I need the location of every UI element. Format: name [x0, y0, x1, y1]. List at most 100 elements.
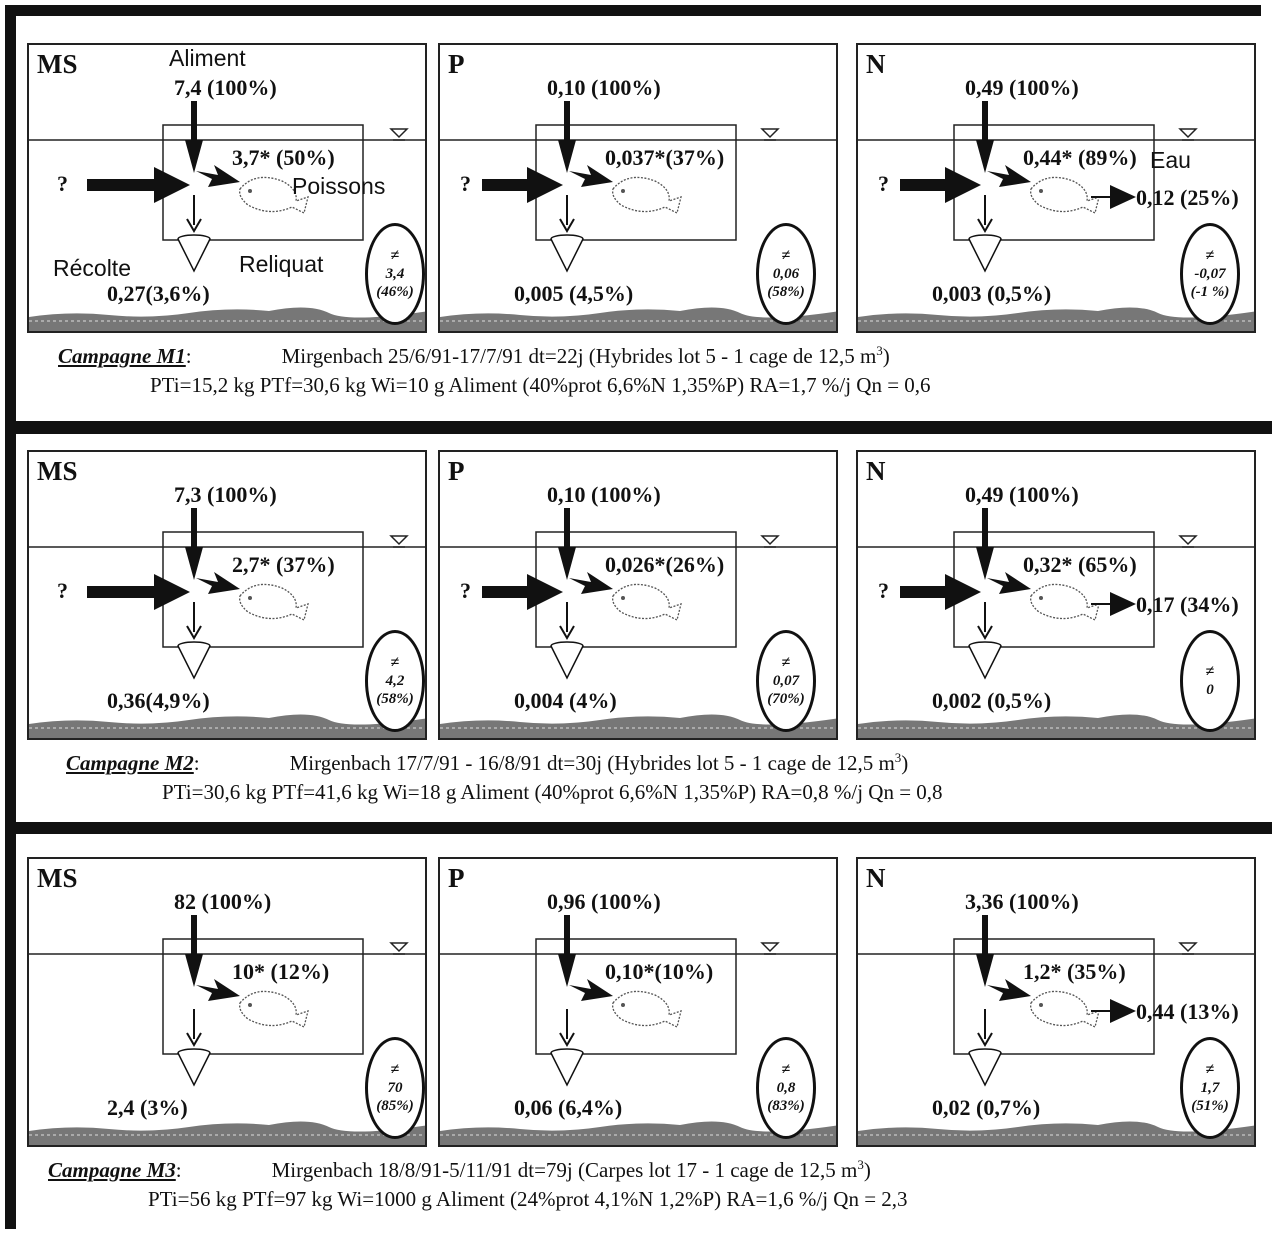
fish-icon: [1031, 991, 1099, 1027]
fish-retention-value: 1,2* (35%): [1023, 959, 1126, 985]
water-level-icon: [391, 943, 407, 951]
feed-input-value: 7,3 (100%): [174, 482, 277, 508]
feed-input-arrow: [185, 101, 203, 173]
water-level-icon: [1180, 536, 1196, 544]
fish-retention-value: 3,7* (50%): [232, 145, 335, 171]
residual-value: 1,7: [1201, 1079, 1220, 1097]
water-level-icon: [391, 536, 407, 544]
residual-ellipse: ≠-0,07(-1 %): [1180, 223, 1240, 325]
sediment-trap-icon: [969, 1053, 1001, 1085]
sediment-trap-icon: [551, 239, 583, 271]
residual-value: 3,4: [386, 265, 405, 283]
flux-panel-p: P0,96 (100%)0,10*(10%)0,06 (6,4%)≠0,8(83…: [438, 857, 838, 1147]
not-equal-symbol: ≠: [1206, 663, 1215, 681]
feed-input-value: 82 (100%): [174, 889, 271, 915]
residual-percent: (58%): [376, 690, 414, 708]
panel-title: MS: [37, 456, 78, 487]
fish-label: Poissons: [292, 173, 385, 200]
feed-input-arrow: [976, 101, 994, 173]
fish-icon: [1039, 1003, 1043, 1007]
campaign-caption-line2: PTi=56 kg PTf=97 kg Wi=1000 g Aliment (2…: [148, 1187, 908, 1212]
feed-input-arrow: [185, 915, 203, 987]
water-export-arrow: [1110, 185, 1136, 209]
harvest-value: 0,005 (4,5%): [514, 281, 633, 307]
feed-input-value: 0,10 (100%): [547, 482, 661, 508]
sediment-trap-icon: [178, 239, 210, 271]
residual-ellipse: ≠0: [1180, 630, 1240, 732]
water-export-value: 0,44 (13%): [1136, 999, 1239, 1025]
unknown-input-arrow: [482, 574, 563, 610]
water-level-icon: [762, 943, 778, 951]
campaign-description-text: Mirgenbach 17/7/91 - 16/8/91 dt=30j (Hyb…: [290, 751, 895, 775]
fish-icon: [248, 189, 252, 193]
panel-title: P: [448, 863, 465, 894]
feed-input-value: 7,4 (100%): [174, 75, 277, 101]
panel-title: N: [866, 863, 886, 894]
unknown-input-label: ?: [878, 578, 889, 604]
unknown-input-label: ?: [460, 171, 471, 197]
water-export-arrow: [1110, 592, 1136, 616]
campaign-caption-line1: Campagne M1:Mirgenbach 25/6/91-17/7/91 d…: [58, 343, 890, 369]
panel-title: P: [448, 456, 465, 487]
unknown-input-label: ?: [57, 578, 68, 604]
feed-input-value: 3,36 (100%): [965, 889, 1079, 915]
feed-input-value: 0,49 (100%): [965, 75, 1079, 101]
residual-percent: (58%): [767, 283, 805, 301]
panel-title: MS: [37, 863, 78, 894]
residual-percent: (70%): [767, 690, 805, 708]
feed-input-arrow: [558, 508, 576, 580]
campaign-description: Mirgenbach 25/6/91-17/7/91 dt=22j (Hybri…: [282, 344, 890, 368]
fish-icon: [248, 1003, 252, 1007]
residual-value: 4,2: [386, 672, 405, 690]
residual-ellipse: ≠1,7(51%): [1180, 1037, 1240, 1139]
campaign-description-text: Mirgenbach 25/6/91-17/7/91 dt=22j (Hybri…: [282, 344, 877, 368]
campaign-caption-line2: PTi=30,6 kg PTf=41,6 kg Wi=18 g Aliment …: [162, 780, 943, 805]
sediment-trap-icon: [178, 646, 210, 678]
fish-icon: [621, 189, 625, 193]
not-equal-symbol: ≠: [1206, 247, 1215, 265]
residual-percent: (-1 %): [1191, 283, 1230, 301]
caption-paren: ): [883, 344, 890, 368]
caption-colon: :: [186, 344, 192, 368]
campaign-caption-line1: Campagne M2:Mirgenbach 17/7/91 - 16/8/91…: [66, 750, 908, 776]
residual-value: 0: [1206, 681, 1214, 699]
flux-panel-p: P0,10 (100%)0,037*(37%)0,005 (4,5%)?≠0,0…: [438, 43, 838, 333]
water-level-icon: [1180, 943, 1196, 951]
unknown-input-arrow: [900, 574, 981, 610]
fish-retention-value: 2,7* (37%): [232, 552, 335, 578]
residual-value: 0,06: [773, 265, 799, 283]
panel-title: N: [866, 49, 886, 80]
harvest-value: 0,36(4,9%): [107, 688, 210, 714]
not-equal-symbol: ≠: [1206, 1061, 1215, 1079]
campaign-description: Mirgenbach 18/8/91-5/11/91 dt=79j (Carpe…: [272, 1158, 871, 1182]
fish-icon: [240, 584, 308, 620]
water-level-icon: [1180, 129, 1196, 137]
feed-input-arrow: [558, 101, 576, 173]
residual-value: -0,07: [1194, 265, 1225, 283]
fish-icon: [613, 177, 681, 213]
harvest-value: 0,004 (4%): [514, 688, 617, 714]
water-level-icon: [762, 129, 778, 137]
residual-percent: (51%): [1191, 1097, 1229, 1115]
unknown-input-arrow: [87, 167, 190, 203]
fish-icon: [1031, 584, 1099, 620]
flux-panel-n: N0,49 (100%)0,44* (89%)0,003 (0,5%)?0,12…: [856, 43, 1256, 333]
residual-value: 0,07: [773, 672, 799, 690]
not-equal-symbol: ≠: [391, 1061, 400, 1079]
caption-paren: ): [864, 1158, 871, 1182]
unknown-input-arrow: [87, 574, 190, 610]
fish-retention-value: 0,32* (65%): [1023, 552, 1137, 578]
fish-retention-value: 10* (12%): [232, 959, 329, 985]
residual-ellipse: ≠0,8(83%): [756, 1037, 816, 1139]
unknown-input-label: ?: [57, 171, 68, 197]
panel-title: N: [866, 456, 886, 487]
not-equal-symbol: ≠: [782, 654, 791, 672]
campaign-name: Campagne M2: [66, 751, 194, 775]
fish-icon: [240, 991, 308, 1027]
unknown-input-arrow: [900, 167, 981, 203]
residual-value: 0,8: [777, 1079, 796, 1097]
row-separator: [5, 822, 1272, 834]
residual-label: Reliquat: [239, 251, 323, 278]
